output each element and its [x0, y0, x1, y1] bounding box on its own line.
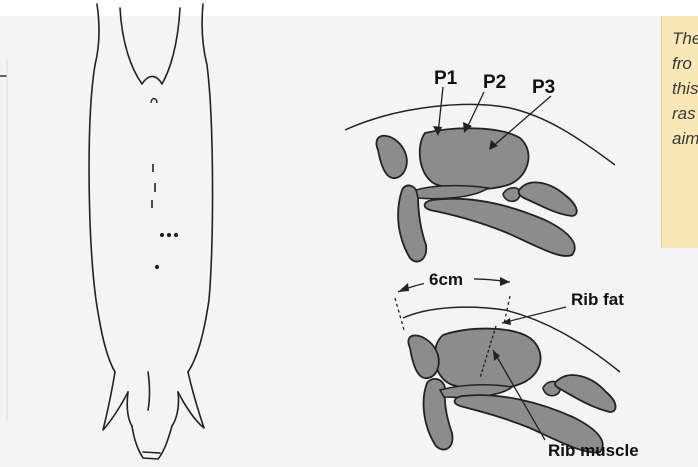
- eye-muscle: [435, 329, 541, 390]
- caption-line: The: [672, 26, 698, 51]
- caption-box: The fro this ras aim: [661, 16, 698, 248]
- small-muscle: [503, 188, 520, 202]
- top-band: [0, 0, 698, 16]
- rib-fat-leader: [502, 307, 566, 323]
- spine-dot: [174, 233, 177, 236]
- belly-muscle: [519, 182, 577, 216]
- belly-muscle: [555, 375, 616, 412]
- rib-fat-label: Rib fat: [571, 290, 624, 309]
- muscle-patch: [376, 136, 406, 178]
- point-label-p1: P1: [434, 68, 458, 89]
- spine-dot: [160, 233, 163, 236]
- measure-ref-line-left: [395, 298, 404, 330]
- measure-arrowhead-right: [500, 277, 510, 286]
- spine-markings: [151, 99, 178, 269]
- point-label-p3: P3: [532, 77, 555, 98]
- caption-line: aim: [672, 126, 698, 151]
- p2-arrow: [466, 92, 484, 130]
- rib-fat-arrowhead: [502, 318, 511, 325]
- rib-bone: [416, 186, 488, 199]
- measure-distance-label: 6cm: [429, 270, 463, 289]
- caption-line: ras: [672, 101, 698, 126]
- pig-carcass-outline: [89, 4, 212, 459]
- point-label-p2: P2: [483, 72, 506, 93]
- caption-line: fro: [672, 51, 698, 76]
- cross-section-top: [345, 104, 615, 261]
- eye-muscle: [420, 128, 529, 189]
- rib-muscle-label: Rib muscle: [548, 441, 639, 460]
- measure-arrowhead-left: [398, 283, 409, 292]
- muscle-patch: [408, 335, 438, 378]
- spine-notch: [151, 99, 157, 104]
- cross-section-bottom: [403, 307, 620, 452]
- spine-dot: [155, 265, 158, 268]
- spine-dot: [167, 233, 170, 236]
- caption-line: this: [672, 76, 698, 101]
